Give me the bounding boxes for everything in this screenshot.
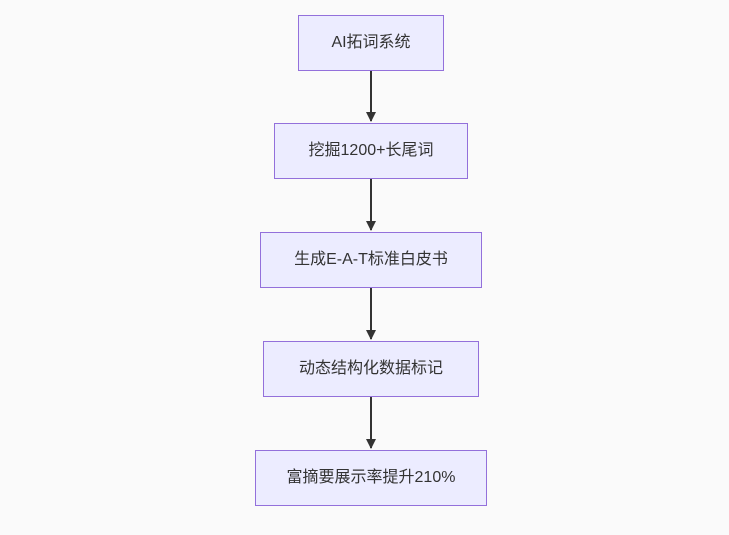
flow-node-label: 富摘要展示率提升210% — [286, 469, 456, 487]
flow-node-label: 挖掘1200+长尾词 — [308, 142, 434, 160]
flow-node-n4: 动态结构化数据标记 — [263, 341, 479, 397]
flow-node-label: 动态结构化数据标记 — [298, 360, 443, 378]
flow-node-n3: 生成E-A-T标准白皮书 — [260, 232, 482, 288]
flow-node-n1: AI拓词系统 — [298, 15, 444, 71]
flow-node-n5: 富摘要展示率提升210% — [255, 450, 487, 506]
flow-node-label: AI拓词系统 — [331, 34, 411, 52]
flow-node-label: 生成E-A-T标准白皮书 — [294, 251, 448, 269]
flow-node-n2: 挖掘1200+长尾词 — [274, 123, 468, 179]
